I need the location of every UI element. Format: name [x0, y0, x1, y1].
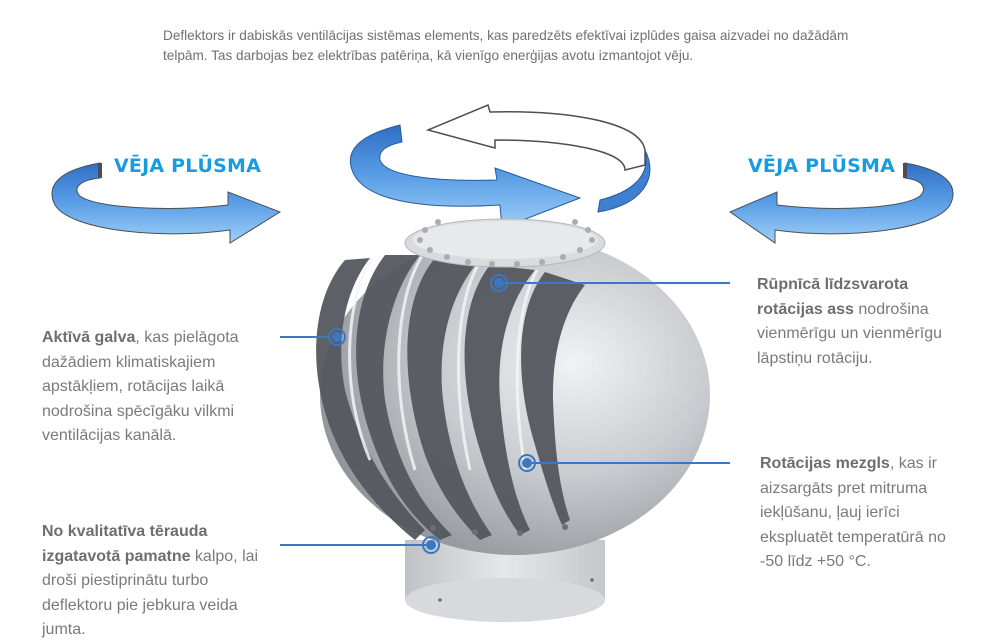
callout-title: Rotācijas mezgls — [760, 455, 890, 472]
callout-title: Aktīvā galva — [42, 329, 136, 346]
callout-title: No kvalitatīva tērauda izgatavotā pamatn… — [42, 523, 208, 565]
callout-body: nodrošina vienmērīgu un vienmērīgu lāpst… — [757, 300, 942, 367]
callout-body: , kas ir aizsargāts pret mitruma iekļūša… — [760, 455, 946, 570]
rotation-arrows-icon — [349, 103, 651, 229]
callout-base: No kvalitatīva tērauda izgatavotā pamatn… — [42, 520, 267, 643]
wind-flow-label-left: VĒJA PLŪSMA — [114, 155, 262, 177]
callout-active-head: Aktīvā galva, kas pielāgota dažādiem kli… — [42, 326, 262, 449]
right-wind-arrow-icon — [728, 162, 954, 244]
callout-body: kalpo, lai droši piestiprinātu turbo def… — [42, 547, 259, 639]
callout-rotation-axis: Rūpnīcā līdzsvarota rotācijas ass nodroš… — [757, 273, 957, 371]
callout-markers — [280, 274, 730, 554]
wind-flow-label-right: VĒJA PLŪSMA — [748, 155, 896, 177]
callout-title: Rūpnīcā līdzsvarota rotācijas ass — [757, 276, 909, 318]
left-wind-arrow-icon — [51, 162, 282, 244]
callout-rotation-unit: Rotācijas mezgls, kas ir aizsargāts pret… — [760, 452, 960, 575]
turbine-body — [316, 218, 710, 622]
intro-text: Deflektors ir dabiskās ventilācijas sist… — [163, 28, 849, 63]
callout-body: , kas pielāgota dažādiem klimatiskajiem … — [42, 329, 239, 444]
